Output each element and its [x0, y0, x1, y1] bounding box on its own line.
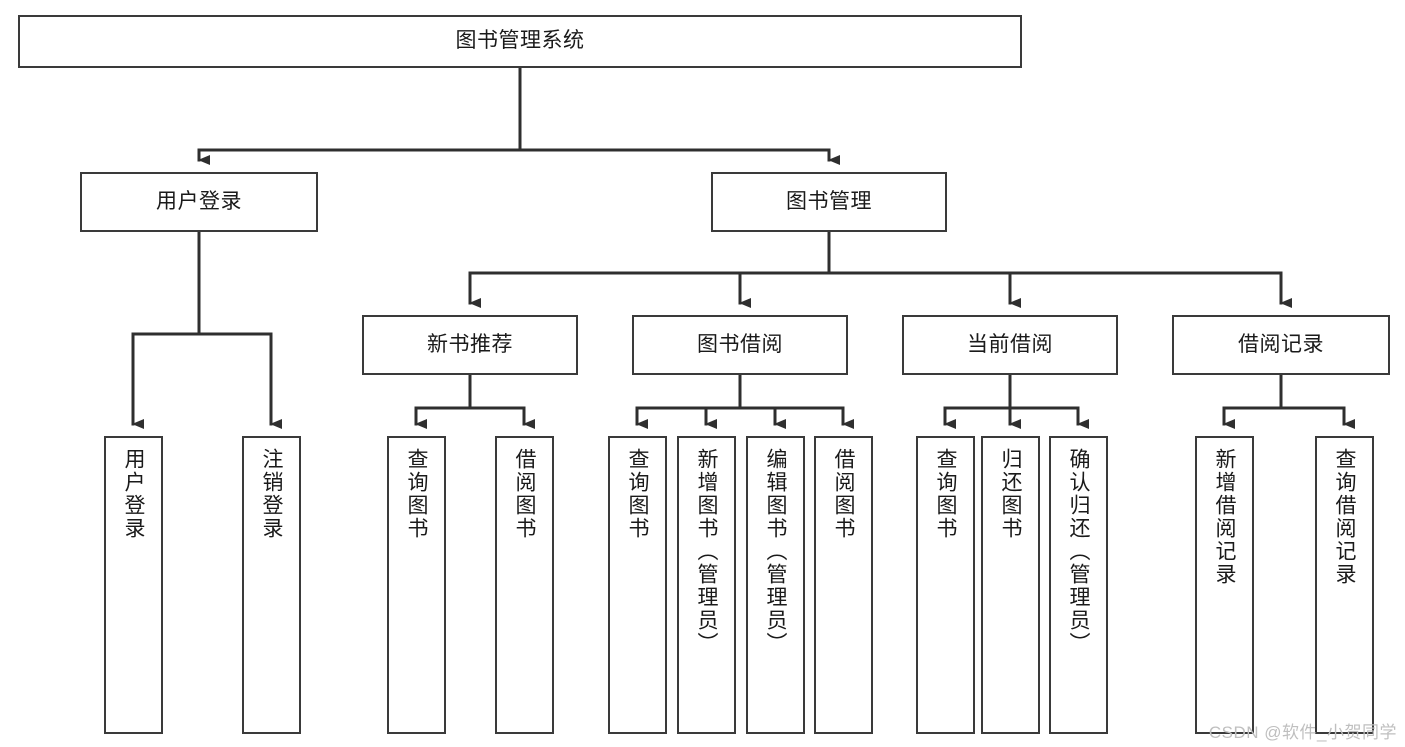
- node-borrow-record[interactable]: 借阅记录: [1172, 315, 1390, 375]
- leaf-confirm-return[interactable]: 确认归还（管理员）: [1049, 436, 1108, 734]
- node-user-login[interactable]: 用户登录: [80, 172, 318, 232]
- leaf-borrow-book-1[interactable]: 借阅图书: [495, 436, 554, 734]
- node-borrow-record-label: 借阅记录: [1238, 332, 1324, 356]
- leaf-edit-book-label: 编辑图书（管理员）: [764, 448, 787, 655]
- leaf-borrow-book-1-label: 借阅图书: [513, 448, 536, 540]
- node-current-borrow-label: 当前借阅: [967, 332, 1053, 356]
- node-book-manage[interactable]: 图书管理: [711, 172, 947, 232]
- node-root-label: 图书管理系统: [455, 29, 585, 53]
- leaf-add-book[interactable]: 新增图书（管理员）: [677, 436, 736, 734]
- leaf-query-book-3[interactable]: 查询图书: [916, 436, 975, 734]
- leaf-add-book-label: 新增图书（管理员）: [695, 448, 718, 655]
- leaf-return-book-label: 归还图书: [999, 448, 1022, 540]
- leaf-logout-label: 注销登录: [260, 448, 283, 540]
- leaf-edit-book[interactable]: 编辑图书（管理员）: [746, 436, 805, 734]
- leaf-query-book-1[interactable]: 查询图书: [387, 436, 446, 734]
- leaf-borrow-book-2-label: 借阅图书: [832, 448, 855, 540]
- leaf-query-book-2[interactable]: 查询图书: [608, 436, 667, 734]
- leaf-query-book-2-label: 查询图书: [626, 448, 649, 540]
- leaf-query-record[interactable]: 查询借阅记录: [1315, 436, 1374, 734]
- leaf-return-book[interactable]: 归还图书: [981, 436, 1040, 734]
- leaf-query-record-label: 查询借阅记录: [1333, 448, 1356, 586]
- leaf-user-login[interactable]: 用户登录: [104, 436, 163, 734]
- node-new-book-recommend-label: 新书推荐: [427, 332, 513, 356]
- node-book-borrow[interactable]: 图书借阅: [632, 315, 848, 375]
- node-book-manage-label: 图书管理: [786, 189, 872, 213]
- leaf-user-login-label: 用户登录: [122, 448, 145, 540]
- leaf-add-record-label: 新增借阅记录: [1213, 448, 1236, 586]
- node-new-book-recommend[interactable]: 新书推荐: [362, 315, 578, 375]
- leaf-query-book-1-label: 查询图书: [405, 448, 428, 540]
- watermark-text: CSDN @软件_小贺同学: [1208, 723, 1397, 742]
- node-root[interactable]: 图书管理系统: [18, 15, 1022, 68]
- node-current-borrow[interactable]: 当前借阅: [902, 315, 1118, 375]
- node-user-login-label: 用户登录: [156, 189, 242, 213]
- leaf-query-book-3-label: 查询图书: [934, 448, 957, 540]
- leaf-borrow-book-2[interactable]: 借阅图书: [814, 436, 873, 734]
- leaf-add-record[interactable]: 新增借阅记录: [1195, 436, 1254, 734]
- leaf-logout[interactable]: 注销登录: [242, 436, 301, 734]
- leaf-confirm-return-label: 确认归还（管理员）: [1067, 448, 1090, 655]
- node-book-borrow-label: 图书借阅: [697, 332, 783, 356]
